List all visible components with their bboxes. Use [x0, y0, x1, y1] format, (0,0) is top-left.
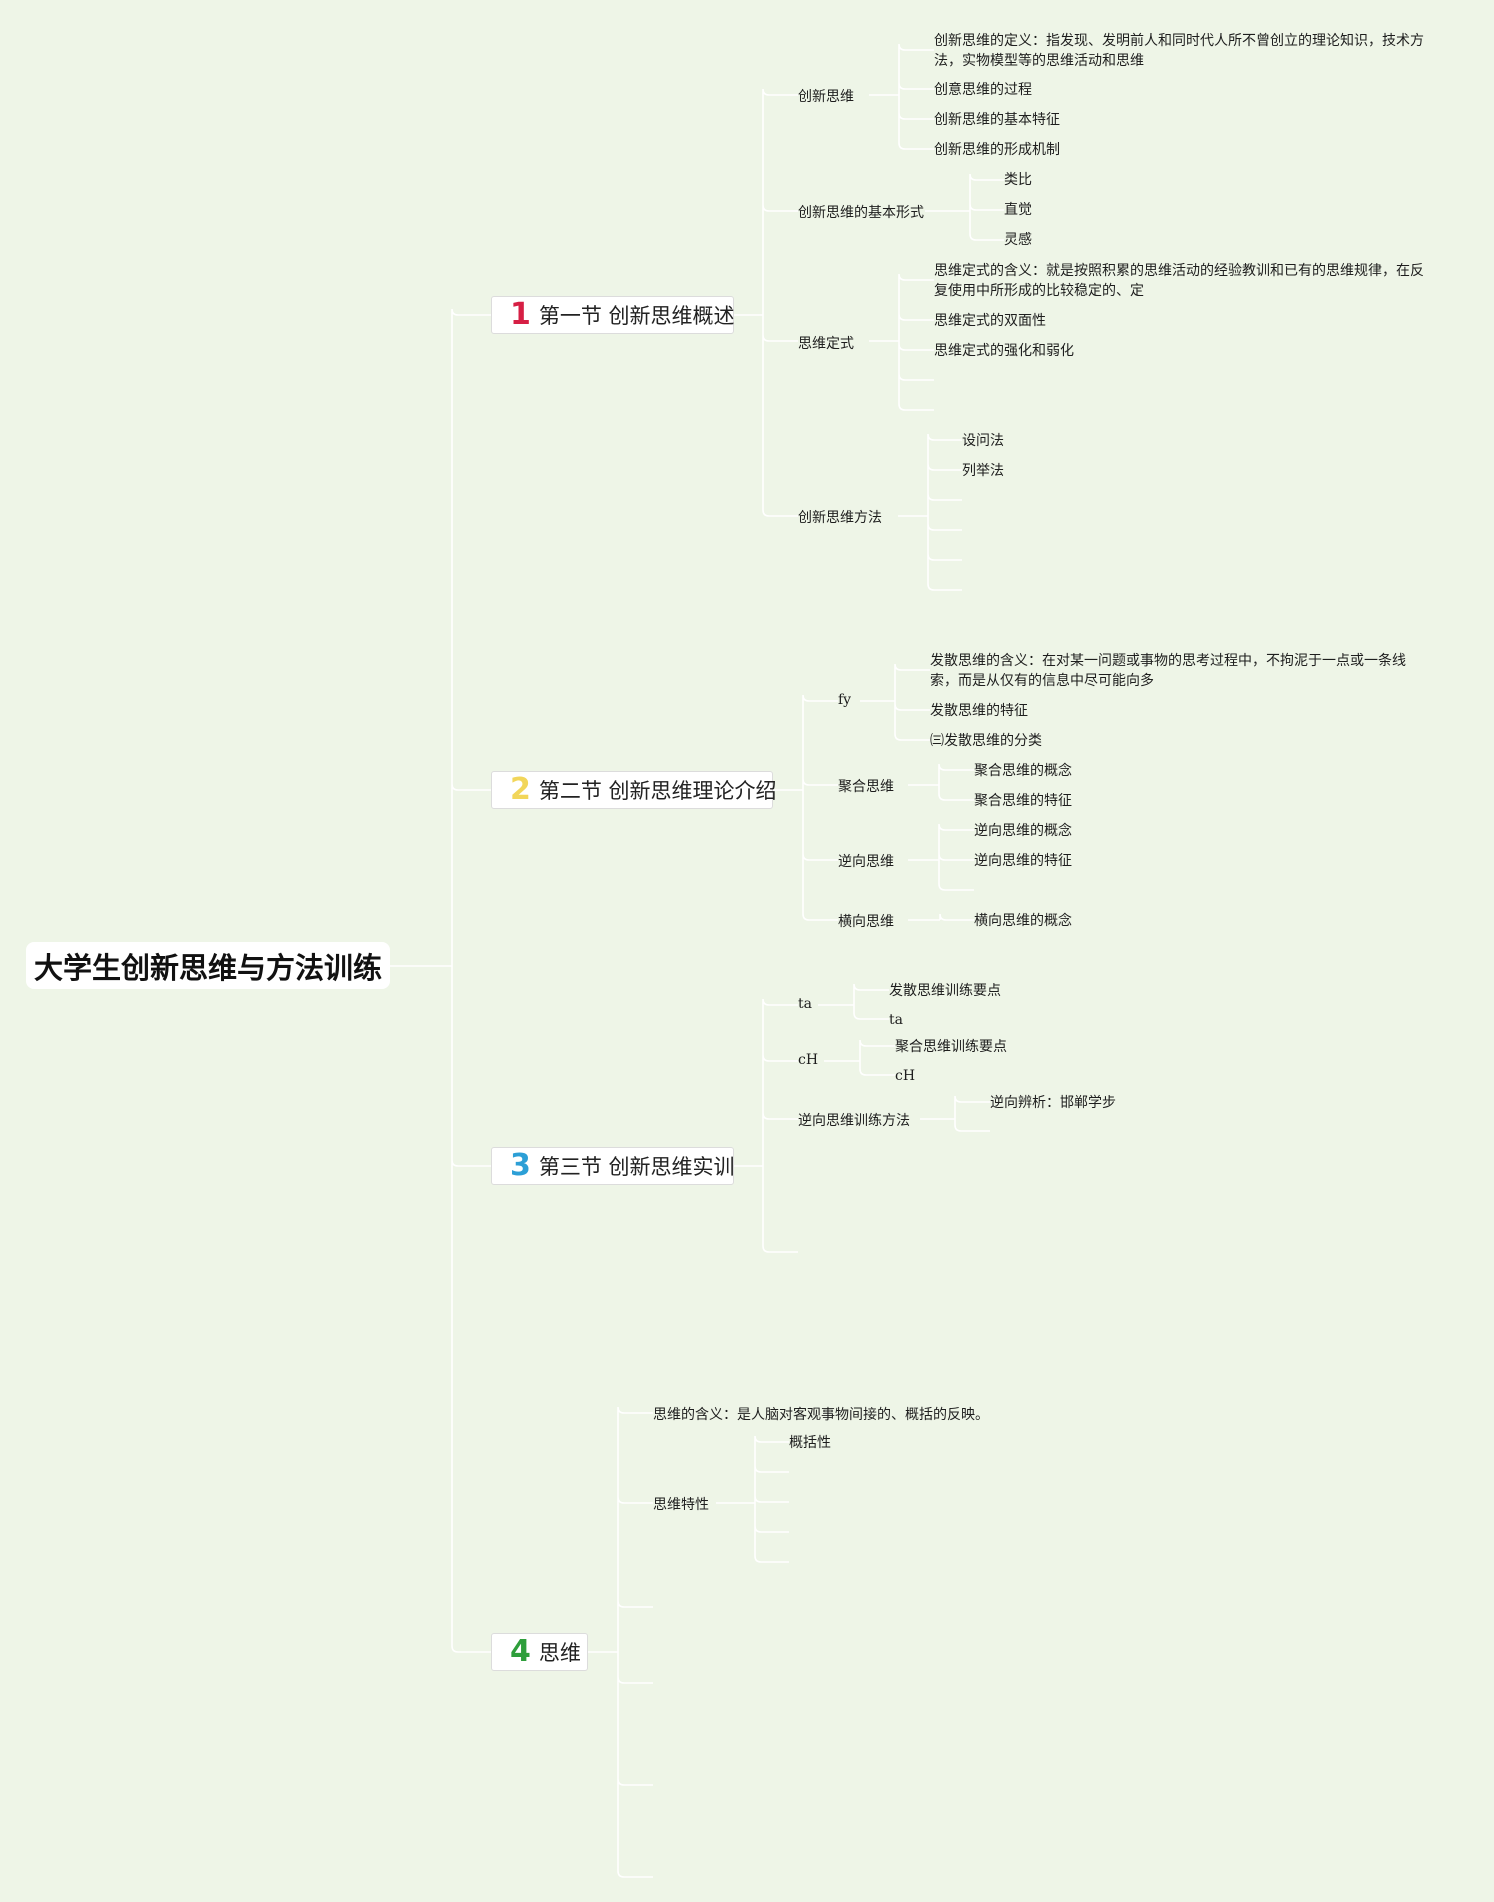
connector — [925, 173, 1004, 241]
subtopic-item[interactable]: 直觉 — [1004, 202, 1032, 218]
topic-ch[interactable]: cH — [798, 1052, 819, 1068]
section-label: 第三节 创新思维实训 — [538, 1155, 735, 1179]
subtopic-item[interactable]: 创新思维的形成机制 — [934, 142, 1060, 158]
subtopic-item[interactable]: 横向思维的概念 — [974, 913, 1072, 929]
topic-creative-thinking[interactable]: 创新思维 — [798, 89, 854, 105]
subtopic-item[interactable]: ta — [889, 1012, 903, 1028]
subtopic-item[interactable]: 发散思维训练要点 — [889, 983, 1001, 999]
connector — [908, 763, 974, 801]
subtopic-item[interactable]: 设问法 — [962, 433, 1004, 449]
subtopic-item[interactable]: 聚合思维的概念 — [974, 763, 1072, 779]
topic-ta[interactable]: ta — [798, 996, 812, 1012]
subtopic-item[interactable]: 创新思维的定义：指发现、发明前人和同时代人所不曾创立的理论知识，技术方法，实物模… — [934, 33, 1424, 69]
subtopic-item[interactable]: 创意思维的过程 — [934, 82, 1032, 98]
subtopic-item[interactable]: 类比 — [1004, 172, 1032, 188]
subtopic-item[interactable]: 思维定式的含义：就是按照积累的思维活动的经验教训和已有的思维规律，在反复使用中所… — [934, 263, 1424, 299]
subtopic-item[interactable]: 发散思维的特征 — [930, 703, 1028, 719]
connector — [716, 1435, 789, 1563]
section-label: 第一节 创新思维概述 — [538, 304, 735, 328]
section-label: 思维 — [538, 1641, 581, 1665]
subtopic-item[interactable]: 灵感 — [1004, 232, 1032, 248]
section-4-topic[interactable]: 4 思维 — [491, 1633, 588, 1671]
topic-thinking-traits[interactable]: 思维特性 — [653, 1497, 709, 1513]
connector — [869, 273, 934, 411]
connector — [908, 823, 974, 891]
topic-fy[interactable]: fy — [838, 692, 852, 708]
section-2-topic[interactable]: 2 第二节 创新思维理论介绍 — [491, 771, 777, 809]
connector — [818, 983, 889, 1020]
topic-basic-forms[interactable]: 创新思维的基本形式 — [798, 205, 924, 221]
subtopic-item[interactable]: 思维定式的双面性 — [934, 313, 1046, 329]
subtopic-item[interactable]: ㈢发散思维的分类 — [930, 733, 1042, 749]
topic-reverse-training[interactable]: 逆向思维训练方法 — [798, 1113, 910, 1129]
connector — [824, 1039, 895, 1076]
section-label: 第二节 创新思维理论介绍 — [538, 779, 777, 803]
connector — [920, 1095, 990, 1132]
connector — [734, 998, 798, 1253]
section-number: 2 — [510, 772, 531, 807]
topic-lateral[interactable]: 横向思维 — [838, 914, 894, 930]
section-3-topic[interactable]: 3 第三节 创新思维实训 — [491, 1147, 735, 1185]
subtopic-item[interactable]: cH — [895, 1068, 916, 1084]
connector — [390, 308, 491, 1653]
connector — [908, 913, 974, 921]
topic-reverse[interactable]: 逆向思维 — [838, 854, 894, 870]
subtopic-item[interactable]: 逆向思维的概念 — [974, 823, 1072, 839]
subtopic-item[interactable]: 概括性 — [789, 1435, 831, 1451]
connector — [860, 663, 930, 741]
section-number: 1 — [510, 297, 531, 332]
section-number: 3 — [510, 1148, 531, 1183]
topic-methods[interactable]: 创新思维方法 — [798, 510, 882, 526]
subtopic-item[interactable]: 聚合思维训练要点 — [895, 1039, 1007, 1055]
section-number: 4 — [510, 1634, 531, 1669]
connector — [898, 433, 962, 591]
section-1-topic[interactable]: 1 第一节 创新思维概述 — [491, 296, 735, 334]
subtopic-item[interactable]: 发散思维的含义：在对某一问题或事物的思考过程中，不拘泥于一点或一条线索，而是从仅… — [930, 653, 1406, 689]
topic-thinking-meaning[interactable]: 思维的含义：是人脑对客观事物间接的、概括的反映。 — [653, 1407, 989, 1423]
connector — [773, 694, 838, 921]
topic-convergent[interactable]: 聚合思维 — [838, 779, 894, 795]
subtopic-item[interactable]: 逆向思维的特征 — [974, 853, 1072, 869]
connector — [734, 88, 798, 517]
subtopic-item[interactable]: 思维定式的强化和弱化 — [934, 343, 1074, 359]
topic-mindset[interactable]: 思维定式 — [798, 336, 854, 352]
connector — [869, 43, 934, 150]
subtopic-item[interactable]: 创新思维的基本特征 — [934, 112, 1060, 128]
subtopic-item[interactable]: 列举法 — [962, 463, 1004, 479]
subtopic-item[interactable]: 聚合思维的特征 — [974, 793, 1072, 809]
root-topic[interactable]: 大学生创新思维与方法训练 — [26, 942, 390, 989]
connector — [588, 1406, 653, 1878]
subtopic-item[interactable]: 逆向辨析：邯郸学步 — [990, 1095, 1116, 1111]
